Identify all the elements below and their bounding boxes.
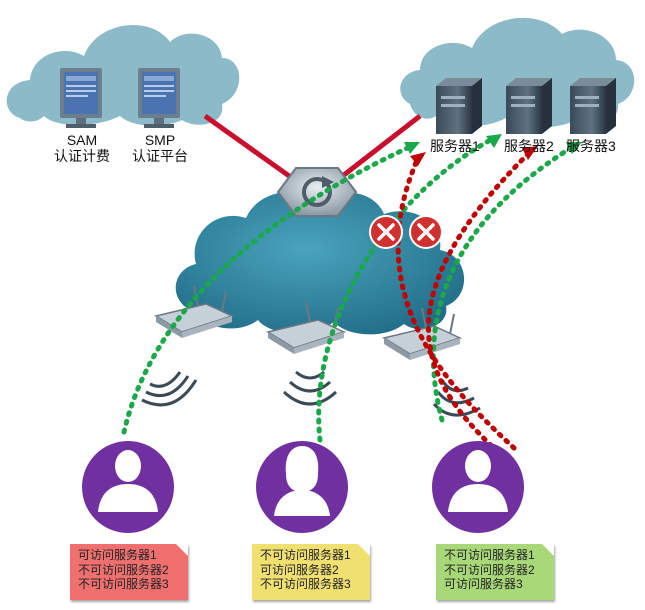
sam-label: SAM 认证计费	[48, 132, 116, 164]
female-user-icon	[274, 446, 330, 516]
gateway-router-icon	[276, 167, 358, 217]
auth-cloud	[6, 25, 240, 126]
note-line: 可访问服务器1	[78, 548, 157, 562]
sam-server-monitor-icon	[60, 68, 102, 128]
smp-label-name: SMP	[144, 132, 176, 148]
note-line: 不可访问服务器1	[260, 548, 351, 562]
deny-marker-1-icon	[369, 215, 403, 249]
note-line: 不可访问服务器2	[78, 562, 169, 577]
access-point-2-icon	[266, 301, 347, 354]
server-2-label: 服务器2	[504, 138, 554, 154]
user-3-avatar	[432, 441, 524, 533]
allowed-path-user3-server3	[431, 143, 577, 423]
page-fold	[542, 544, 554, 556]
wired-link-resources	[338, 114, 422, 180]
server-3-tower-icon	[570, 78, 616, 134]
user-3-permission-note: 不可访问服务器1 不可访问服务器2 可访问服务器3	[436, 544, 554, 600]
path-arrowheads	[404, 134, 582, 166]
note-line: 不可访问服务器3	[260, 577, 351, 591]
note-line: 不可访问服务器2	[444, 562, 535, 577]
denied-path-user3-server2	[426, 149, 533, 455]
note-line: 可访问服务器3	[444, 577, 523, 591]
denied-path-user3-server1	[395, 155, 517, 451]
server-1-label: 服务器1	[430, 138, 480, 154]
smp-label: SMP 认证平台	[126, 132, 194, 164]
user-1-permission-note: 可访问服务器1 不可访问服务器2 不可访问服务器3	[70, 544, 188, 600]
user-2-avatar	[256, 441, 348, 533]
user-2-permission-note: 不可访问服务器1 可访问服务器2 不可访问服务器3	[252, 544, 370, 600]
page-fold	[358, 544, 370, 556]
sam-label-role: 认证计费	[54, 148, 110, 164]
allowed-path-user2-server2	[316, 135, 497, 443]
wifi-signal-2-icon	[282, 370, 338, 406]
male-user-icon	[448, 450, 508, 512]
traffic-paths	[121, 135, 577, 455]
server-3-label: 服务器3	[566, 138, 616, 154]
allowed-path-user1-server1	[121, 143, 415, 435]
user-1-avatar	[82, 441, 174, 533]
page-fold	[176, 544, 188, 556]
smp-label-role: 认证平台	[132, 148, 188, 164]
server-1-tower-icon	[436, 78, 482, 134]
deny-marker-2-icon	[409, 215, 443, 249]
note-line: 不可访问服务器1	[444, 548, 535, 562]
smp-server-monitor-icon	[138, 68, 180, 128]
note-line: 可访问服务器2	[260, 562, 339, 577]
wifi-signal-1-icon	[141, 371, 198, 407]
note-line: 不可访问服务器3	[78, 577, 169, 591]
sam-label-name: SAM	[66, 132, 98, 148]
wired-link-auth	[203, 113, 294, 181]
server-2-tower-icon	[506, 78, 552, 134]
male-user-icon	[98, 450, 158, 512]
